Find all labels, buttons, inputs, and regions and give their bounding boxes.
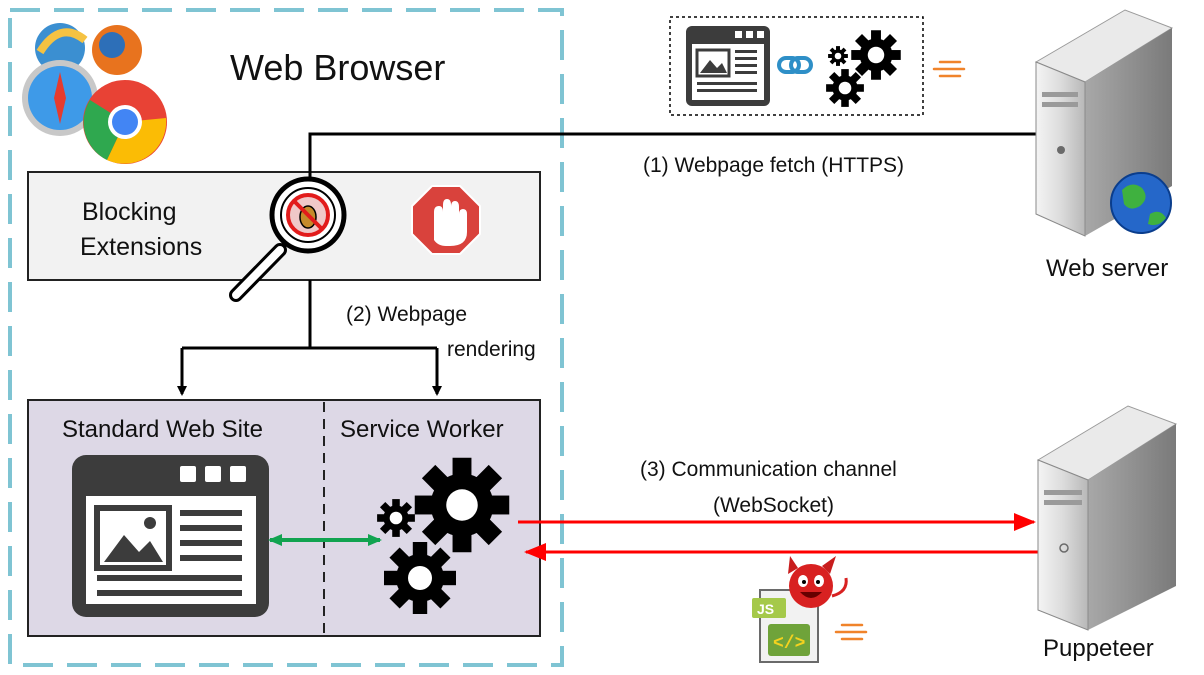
site-label: Standard Web Site — [62, 416, 263, 443]
js-badge: JS — [757, 601, 774, 617]
extensions-label-line1: Blocking — [82, 198, 177, 226]
browser-title: Web Browser — [230, 47, 445, 88]
magnifier-bug-icon — [229, 176, 347, 302]
devil-icon — [788, 556, 848, 608]
step1-label: (1) Webpage fetch (HTTPS) — [643, 154, 904, 177]
browser-container — [8, 8, 564, 667]
server-globe-icon — [1034, 9, 1174, 237]
speed-lines-icon — [834, 623, 868, 641]
webpage-icon — [686, 26, 770, 106]
fetched-resources-box — [669, 16, 924, 116]
step3-label-line2: (WebSocket) — [713, 494, 834, 517]
puppeteer-label: Puppeteer — [1043, 635, 1154, 662]
web-server-label: Web server — [1046, 255, 1168, 282]
webpage-icon — [72, 455, 269, 617]
stop-hand-icon — [411, 185, 481, 255]
link-icon — [777, 56, 813, 74]
browser-logos-icon — [22, 23, 167, 164]
speed-lines-icon — [932, 60, 966, 78]
worker-label: Service Worker — [340, 416, 504, 443]
server-icon — [1036, 405, 1178, 631]
extensions-label-line2: Extensions — [80, 233, 202, 261]
svg-text:</>: </> — [773, 634, 805, 654]
step2-label-line2: rendering — [447, 338, 536, 361]
fetch-connector — [308, 132, 1036, 180]
gears-icon — [826, 30, 901, 107]
step3-label-line1: (3) Communication channel — [640, 458, 897, 481]
step2-label-line1: (2) Webpage — [346, 303, 467, 326]
js-file-icon: JS </> — [752, 589, 819, 663]
